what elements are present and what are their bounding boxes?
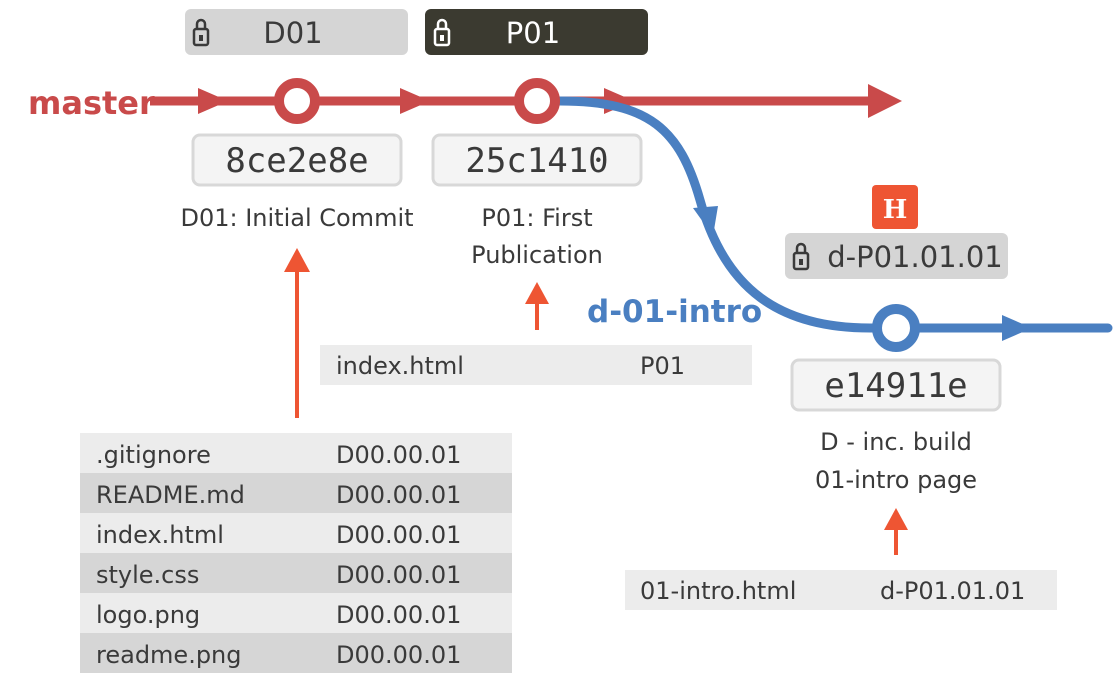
file-version: D00.00.01 — [336, 561, 461, 589]
tag-p01: P01 — [425, 9, 648, 55]
table-row — [80, 513, 512, 553]
file-version: D00.00.01 — [336, 521, 461, 549]
file-version: D00.00.01 — [336, 481, 461, 509]
commit-message: Publication — [471, 241, 603, 269]
file-version: D00.00.01 — [336, 441, 461, 469]
arrow-right-icon — [868, 84, 902, 118]
arrow-up-icon — [284, 248, 310, 272]
commit-node-intro — [872, 304, 920, 352]
svg-text:8ce2e8e: 8ce2e8e — [225, 141, 368, 181]
svg-text:H: H — [883, 195, 908, 225]
commit-node-p01 — [514, 78, 560, 124]
commit-message: 01-intro page — [815, 466, 977, 494]
file-version: D00.00.01 — [336, 641, 461, 669]
file-version: d-P01.01.01 — [880, 577, 1025, 605]
branch-label-master: master — [28, 84, 155, 122]
arrow-right-icon — [198, 88, 228, 114]
table-row — [80, 593, 512, 633]
file-table-p01: index.html P01 — [320, 345, 752, 385]
file-name: readme.png — [96, 641, 242, 669]
tag-label: D01 — [263, 16, 322, 50]
arrow-up-icon — [884, 508, 908, 530]
commit-hash-p01: 25c1410 — [431, 133, 643, 187]
table-row — [80, 633, 512, 673]
annotation-arrow-d01 — [284, 248, 310, 418]
file-name: 01-intro.html — [640, 577, 796, 605]
svg-text:e14911e: e14911e — [824, 366, 967, 406]
commit-hash-d01: 8ce2e8e — [191, 133, 403, 187]
svg-text:d-P01.01.01: d-P01.01.01 — [827, 240, 1003, 274]
branch-label-intro: d-01-intro — [587, 294, 762, 330]
tag-label: P01 — [506, 16, 560, 50]
commit-message: D - inc. build — [820, 428, 972, 456]
table-row — [80, 433, 512, 473]
file-name: index.html — [96, 521, 224, 549]
file-name: logo.png — [96, 601, 200, 629]
file-name: index.html — [336, 352, 464, 380]
arrow-right-icon — [400, 88, 430, 114]
commit-message: P01: First — [481, 204, 592, 232]
file-version: P01 — [640, 352, 685, 380]
arrow-down-icon — [693, 206, 718, 236]
table-row — [80, 553, 512, 593]
commit-message: D01: Initial Commit — [180, 204, 413, 232]
tag-d01: D01 — [185, 9, 408, 55]
table-row — [80, 473, 512, 513]
file-name: README.md — [96, 481, 245, 509]
tag-intro: d-P01.01.01 — [785, 233, 1008, 279]
svg-text:25c1410: 25c1410 — [465, 141, 608, 181]
arrow-right-icon — [1002, 315, 1032, 341]
file-version: D00.00.01 — [336, 601, 461, 629]
arrow-up-icon — [525, 282, 549, 304]
annotation-arrow-intro — [884, 508, 908, 555]
file-table-d01: .gitignore D00.00.01 README.md D00.00.01… — [80, 433, 512, 673]
file-table-intro: 01-intro.html d-P01.01.01 — [625, 570, 1057, 610]
commit-node-d01 — [274, 78, 320, 124]
master-branch-line — [150, 84, 902, 118]
intro-branch-line — [555, 96, 1113, 341]
commit-hash-intro: e14911e — [790, 358, 1002, 412]
file-name: .gitignore — [96, 441, 211, 469]
head-badge: H — [872, 185, 918, 229]
file-name: style.css — [96, 561, 199, 589]
annotation-arrow-p01 — [525, 282, 549, 330]
